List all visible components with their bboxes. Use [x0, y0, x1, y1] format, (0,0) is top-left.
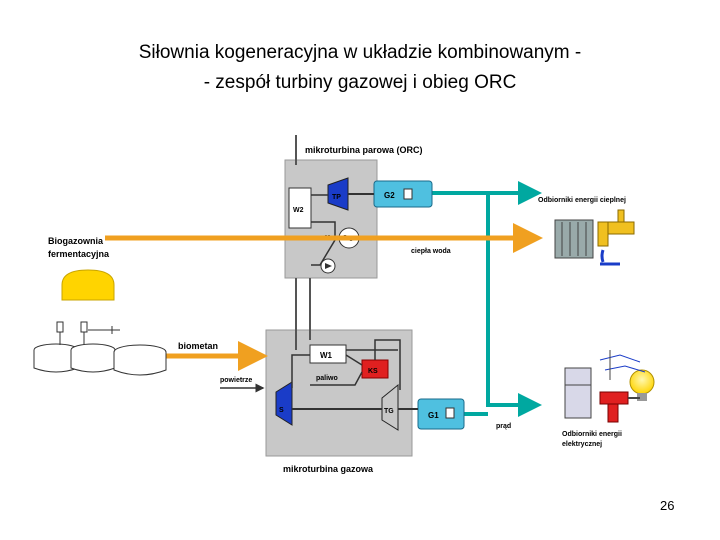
s-compressor [275, 381, 293, 426]
biometan-label: biometan [178, 341, 218, 351]
orc-title: mikroturbina parowa (ORC) [305, 145, 423, 155]
slide-title-line-2: - zespół turbiny gazowej i obieg ORC [203, 72, 517, 93]
ks-label: KS [368, 368, 378, 375]
page-number: 26 [660, 498, 675, 513]
g1-label: G1 [428, 411, 439, 420]
w1-label: W1 [320, 351, 333, 360]
tp-steam-turbine [327, 177, 349, 211]
w1-heat-exchanger [309, 344, 347, 364]
tg-label: TG [384, 408, 394, 415]
g2-label: G2 [384, 191, 395, 200]
biogas-plant [33, 269, 167, 376]
heat-receivers-label: Odbiorniki energii cieplnej [538, 197, 626, 204]
slide-title-line-1: Siłownia kogeneracyjna w układzie kombin… [138, 42, 582, 63]
fridge-icon [564, 367, 592, 419]
w2-label: W2 [293, 207, 304, 214]
s-label: S [279, 407, 284, 414]
radiator-icon [554, 219, 594, 259]
ciepla-woda-label: ciepła woda [411, 248, 451, 255]
drill-icon [599, 391, 640, 423]
tg-gas-turbine [381, 383, 399, 431]
paliwo-label: paliwo [316, 375, 338, 382]
g1-generator [417, 398, 465, 430]
powietrze-label: powietrze [220, 377, 252, 384]
teal-connection-lines [432, 181, 542, 417]
orc-box [284, 159, 378, 279]
tp-label: TP [332, 194, 341, 201]
light-bulb-icon [629, 369, 655, 401]
biogas-label-1: Biogazownia [48, 236, 104, 246]
gas-turbine-title: mikroturbina gazowa [283, 464, 374, 474]
elec-receivers-label-2: elektrycznej [562, 441, 602, 448]
faucet-icon [597, 209, 635, 266]
w2-heat-exchanger [288, 187, 312, 229]
power-lines-icon [599, 350, 646, 380]
g2-generator [373, 180, 433, 208]
prad-label: prąd [496, 423, 511, 430]
biogas-label-2: fermentacyjna [48, 249, 110, 259]
elec-receivers-label-1: Odbiorniki energii [562, 431, 622, 438]
